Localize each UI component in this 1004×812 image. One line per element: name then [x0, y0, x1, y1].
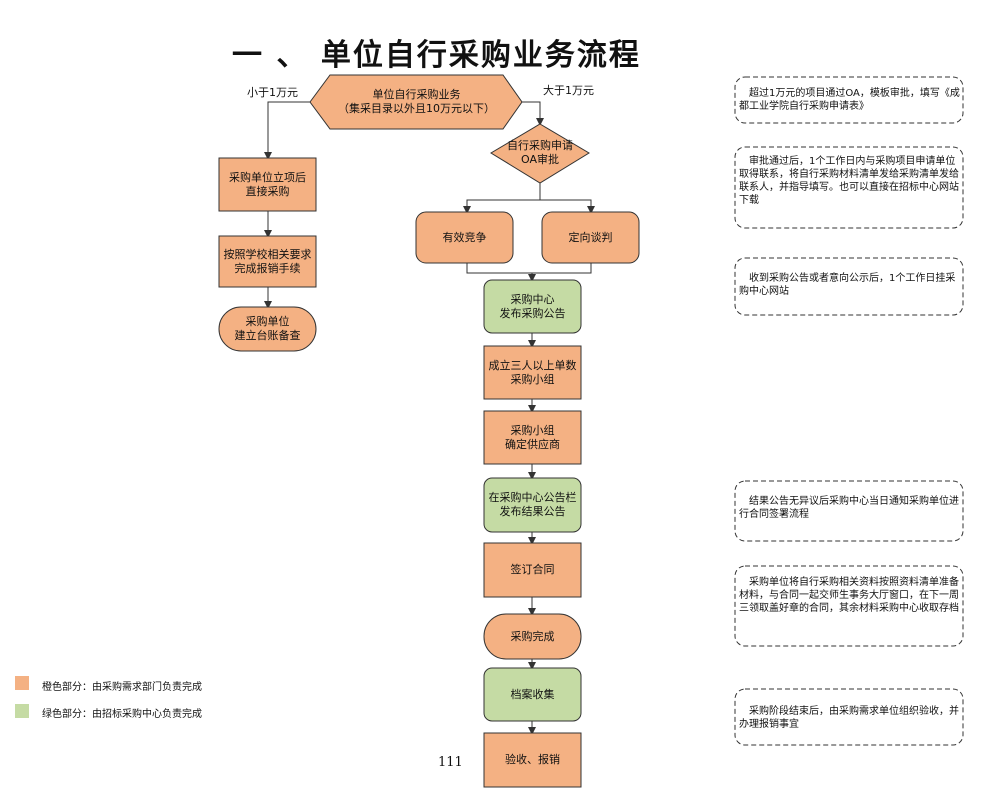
legend-green-swatch: [15, 704, 29, 718]
main-step-7-box: [483, 667, 582, 722]
note-3: 收到采购公告或者意向公示后，1个工作日挂采购中心网站: [739, 273, 956, 297]
branch-label-large: 大于1万元: [543, 84, 594, 97]
note-frame-3: [734, 257, 964, 316]
note-4: 结果公告无异议后采购中心当日通知采购单位进行合同签署流程: [739, 496, 959, 520]
note-6: 采购阶段结束后，由采购需求单位组织验收，并办理报销事宜: [739, 706, 959, 730]
main-step-1-box: [483, 279, 582, 334]
note-frame-5: [734, 565, 964, 647]
page-number: 111: [438, 755, 463, 770]
branch-label-small: 小于1万元: [247, 86, 298, 99]
note-frame-4: [734, 480, 964, 542]
note-2: 审批通过后，1个工作日内与采购项目申请单位取得联系，将自行采购材料清单发给采购清…: [739, 156, 959, 206]
page-title: 一 、 单位自行采购业务流程: [232, 38, 641, 73]
legend-green-text: 绿色部分：由招标采购中心负责完成: [42, 709, 202, 720]
left-step-2-box: [218, 235, 317, 288]
method-directed-box: [541, 211, 640, 264]
legend-orange-text: 橙色部分：由采购需求部门负责完成: [42, 682, 202, 693]
main-step-2-box: [483, 345, 582, 400]
main-step-8-box: [483, 732, 582, 788]
main-step-3-box: [483, 410, 582, 465]
connectors: [264, 101, 595, 735]
main-step-4-box: [483, 477, 582, 533]
start-hexagon: [309, 74, 523, 130]
note-5: 采购单位将自行采购相关资料按照资料清单准备材料，与合同一起交师生事务大厅窗口，在…: [739, 577, 959, 614]
main-step-6-box: [483, 613, 582, 660]
main-step-5-box: [483, 542, 582, 598]
note-frame-2: [734, 146, 964, 229]
left-step-3-box: [218, 306, 317, 352]
note-1: 超过1万元的项目通过OA，模板审批，填写《成都工业学院自行采购申请表》: [739, 88, 960, 112]
note-frame-1: [734, 76, 964, 124]
legend-orange-swatch: [15, 676, 29, 690]
method-competitive-box: [415, 211, 514, 264]
decision-diamond: [490, 123, 590, 184]
note-frame-6: [734, 688, 964, 746]
left-step-1-box: [218, 157, 317, 212]
